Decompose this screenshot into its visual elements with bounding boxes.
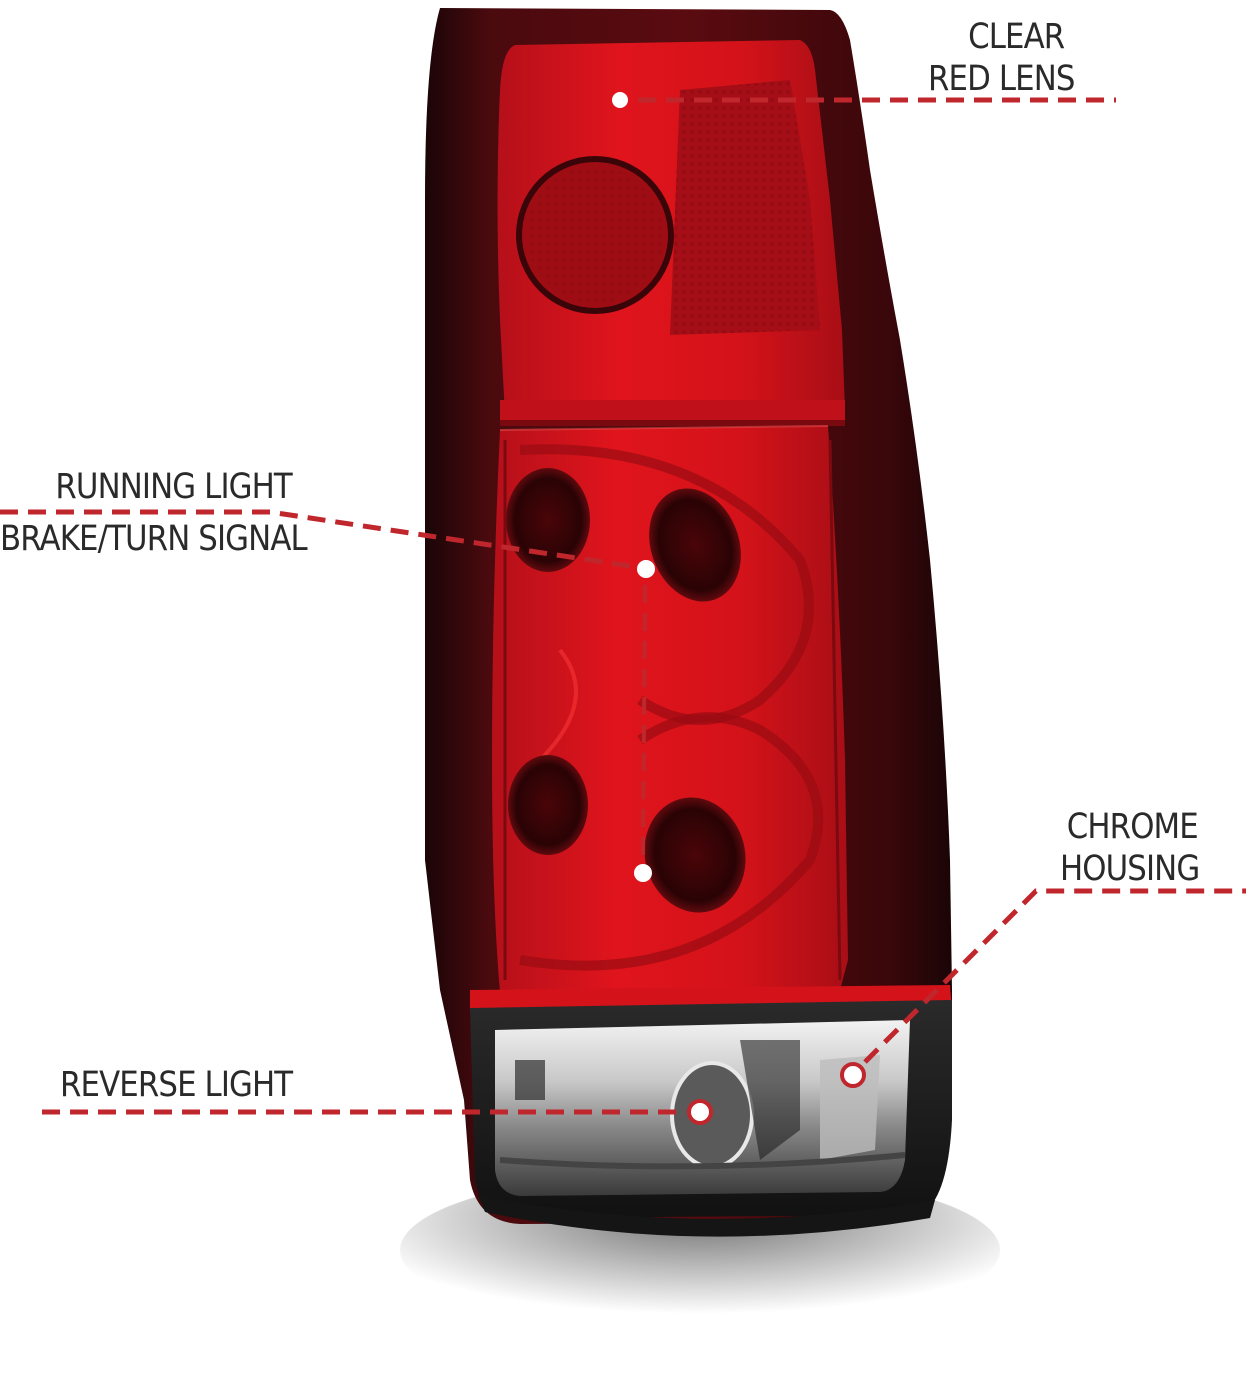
bulb-socket-lower-right <box>644 797 746 913</box>
brake-turn-vertical-leader <box>641 584 647 859</box>
label-brake-turn-signal: BRAKE/TURN SIGNAL <box>0 519 308 559</box>
label-chrome-housing: CHROME HOUSING <box>1060 806 1200 890</box>
label-reverse-light: REVERSE LIGHT <box>60 1064 293 1106</box>
label-chrome-housing-line1: CHROME <box>1066 807 1199 847</box>
marker-running-light <box>637 560 655 578</box>
marker-chrome-housing <box>840 1062 866 1088</box>
label-running-light: RUNNING LIGHT <box>55 467 292 507</box>
bulb-socket-upper-right <box>649 488 741 602</box>
marker-clear-red-lens <box>612 92 628 108</box>
marker-brake-turn <box>634 864 652 882</box>
label-clear-red-lens-line1: CLEAR <box>968 17 1065 57</box>
callout-markers <box>612 92 866 1125</box>
running-light-leader <box>0 509 631 569</box>
bulb-socket-upper-left <box>506 468 590 572</box>
main-red-lens <box>492 426 848 992</box>
label-reverse-light-text: REVERSE LIGHT <box>60 1065 293 1105</box>
bulb-socket-lower-left <box>508 755 588 855</box>
label-clear-red-lens-line2: RED LENS <box>928 59 1075 99</box>
marker-reverse-light <box>687 1099 713 1125</box>
callout-leaders <box>0 97 1246 1115</box>
chrome-housing-leader <box>863 888 1246 1064</box>
label-chrome-housing-line2: HOUSING <box>1060 849 1200 889</box>
label-running-brake-turn: RUNNING LIGHT BRAKE/TURN SIGNAL <box>0 466 308 560</box>
label-clear-red-lens: CLEAR RED LENS <box>928 16 1075 100</box>
